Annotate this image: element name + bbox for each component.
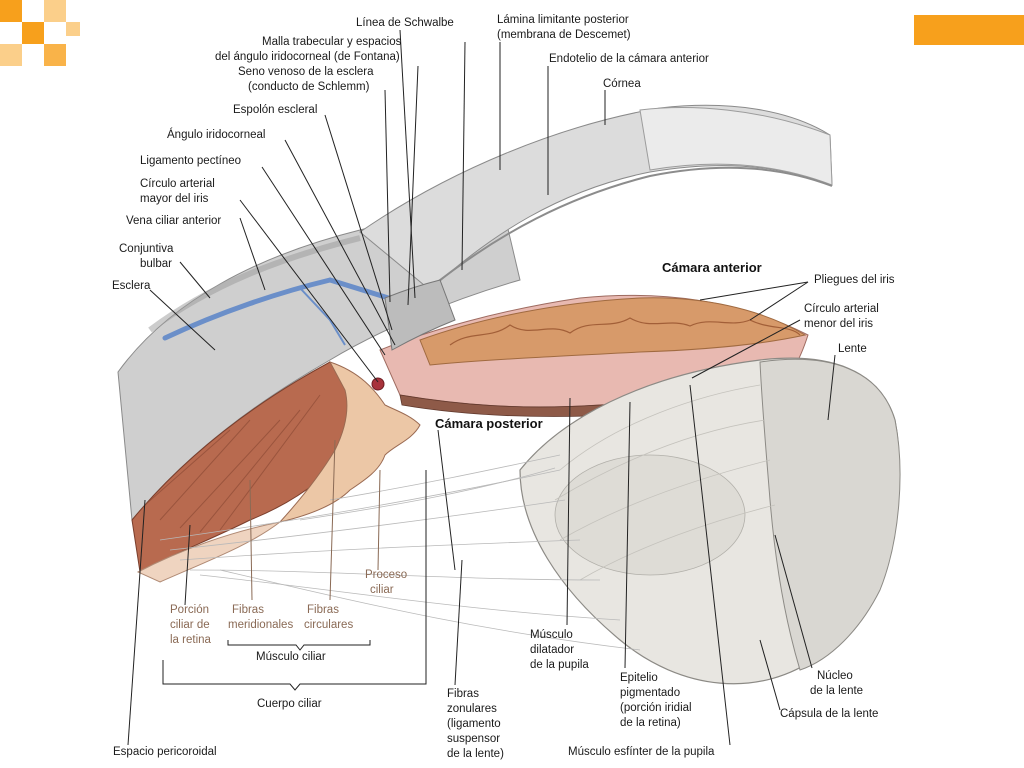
label-nucleus-1: Núcleo: [817, 670, 853, 682]
label-retina-ciliary-3: la retina: [170, 634, 212, 646]
label-nucleus-2: de la lente: [810, 685, 863, 697]
label-conjunctiva-1: Conjuntiva: [119, 243, 174, 255]
lens-nucleus: [554, 454, 746, 576]
label-zonular-4: suspensor: [447, 733, 500, 745]
anterior-ciliary-vein: [162, 277, 398, 341]
label-pericoroidal: Espacio pericoroidal: [113, 746, 217, 758]
label-circular-1: Fibras: [307, 604, 339, 616]
label-ciliary-body: Cuerpo ciliar: [257, 698, 322, 710]
ciliary-processes: [278, 361, 421, 523]
label-cornea: Córnea: [603, 78, 641, 90]
label-iris-folds: Pliegues del iris: [814, 274, 895, 286]
label-trabecular-2: del ángulo iridocorneal (de Fontana): [215, 51, 400, 63]
label-schlemm-2: (conducto de Schlemm): [248, 81, 370, 93]
label-zonular-5: de la lente): [447, 748, 504, 760]
label-zonular-1: Fibras: [447, 688, 479, 700]
trabecular-meshwork: [384, 279, 456, 351]
label-conjunctiva-2: bulbar: [140, 258, 172, 270]
label-minor-arterial-2: menor del iris: [804, 318, 873, 330]
label-major-arterial-1: Círculo arterial: [140, 178, 215, 190]
label-pigment-1: Epitelio: [620, 672, 658, 684]
label-dilator-3: de la pupila: [530, 659, 589, 671]
conjunctiva-layer: [148, 235, 361, 333]
label-posterior-chamber: Cámara posterior: [435, 416, 543, 431]
label-iridocorneal-angle: Ángulo iridocorneal: [167, 128, 265, 141]
label-ciliary-muscle: Músculo ciliar: [256, 651, 326, 663]
label-retina-ciliary-1: Porción: [170, 604, 209, 616]
anatomy-drawing: [117, 104, 901, 685]
slide-logo-squares: [0, 0, 80, 66]
lens-cut-face: [759, 358, 901, 671]
label-pectinate-ligament: Ligamento pectíneo: [140, 155, 241, 167]
label-ciliary-process-2: ciliar: [370, 584, 394, 596]
iris-stroma: [419, 297, 807, 366]
descemet-line: [429, 166, 833, 289]
label-major-arterial-2: mayor del iris: [140, 193, 209, 205]
label-endothelium: Endotelio de la cámara anterior: [549, 53, 709, 65]
slide-accent-bar: [914, 15, 1024, 45]
label-anterior-ciliary-vein: Vena ciliar anterior: [126, 215, 221, 227]
label-scleral-spur: Espolón escleral: [233, 104, 317, 116]
label-schlemm-1: Seno venoso de la esclera: [238, 66, 374, 78]
label-descemet-2: (membrana de Descemet): [497, 29, 631, 41]
label-pigment-3: (porción iridial: [620, 702, 692, 714]
label-zonular-2: zonulares: [447, 703, 497, 715]
label-minor-arterial-1: Círculo arterial: [804, 303, 879, 315]
label-lens: Lente: [838, 343, 867, 355]
label-zonular-3: (ligamento: [447, 718, 501, 730]
label-sphincter: Músculo esfínter de la pupila: [568, 746, 715, 758]
label-sclera: Esclera: [112, 280, 151, 292]
label-pigment-4: de la retina): [620, 717, 681, 729]
label-dilator-2: dilatador: [530, 644, 574, 656]
leader-lines: [127, 29, 836, 746]
major-arterial-circle: [371, 377, 385, 391]
label-pigment-2: pigmentado: [620, 687, 680, 699]
label-dilator-1: Músculo: [530, 629, 573, 641]
label-retina-ciliary-2: ciliar de: [170, 619, 210, 631]
label-descemet-1: Lámina limitante posterior: [497, 14, 629, 26]
label-meridional-2: meridionales: [228, 619, 293, 631]
label-meridional-1: Fibras: [232, 604, 264, 616]
label-schwalbe: Línea de Schwalbe: [356, 17, 454, 29]
label-anterior-chamber: Cámara anterior: [662, 260, 762, 275]
label-trabecular-1: Malla trabecular y espacios: [262, 36, 402, 48]
label-capsule: Cápsula de la lente: [780, 708, 878, 720]
label-circular-2: circulares: [304, 619, 353, 631]
labels: Línea de Schwalbe Malla trabecular y esp…: [112, 14, 895, 760]
label-ciliary-process-1: Proceso: [365, 569, 407, 581]
